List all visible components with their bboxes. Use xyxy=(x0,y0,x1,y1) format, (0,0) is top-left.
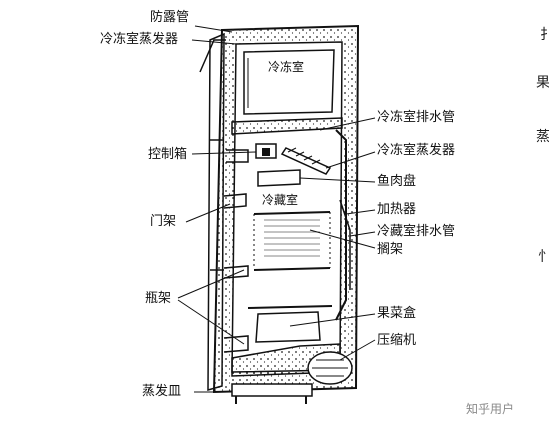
label-heater: 加热器 xyxy=(377,202,417,217)
fridge-drain xyxy=(339,199,351,290)
label-door-rack: 门架 xyxy=(150,214,177,229)
door-panel xyxy=(207,32,225,391)
label-bottle-rack: 瓶架 xyxy=(145,291,172,306)
label-shelf: 搁架 xyxy=(377,242,404,257)
label-compressor: 压缩机 xyxy=(377,333,417,348)
door-hinge-top xyxy=(199,39,226,73)
leader-bottle-rack-a xyxy=(177,269,245,299)
leader-bottle-rack-b xyxy=(177,299,245,345)
evaporator-fins xyxy=(280,147,332,175)
edge-glyph-1: 扌 xyxy=(540,27,549,43)
door-rack-1 xyxy=(223,193,247,209)
label-crisper: 果菜盒 xyxy=(377,306,417,321)
label-freezer-evaporator-top: 冷冻室蒸发器 xyxy=(100,32,179,47)
watermark: 知乎用户 xyxy=(466,402,515,416)
crisper-shape xyxy=(255,311,321,343)
label-freezer-drain-pipe: 冷冻室排水管 xyxy=(377,110,456,125)
leader-crisper xyxy=(289,313,376,327)
leader-door-rack xyxy=(185,203,231,223)
freezer-compartment xyxy=(243,49,335,115)
shelf-1 xyxy=(253,211,331,215)
evap-tray-shape xyxy=(231,383,313,397)
shelf-3 xyxy=(247,305,333,309)
leader-fridge-drain xyxy=(349,231,376,237)
leader-freezer-drain xyxy=(319,117,376,131)
label-control-box: 控制箱 xyxy=(148,147,188,162)
label-freezer-evaporator-mid: 冷冻室蒸发器 xyxy=(377,143,456,158)
edge-glyph-2: 果 xyxy=(536,75,549,91)
bottle-rack-2 xyxy=(223,335,249,353)
leader-shelf xyxy=(309,229,376,249)
bottle-rack-1 xyxy=(223,265,249,279)
label-freezer: 冷冻室 xyxy=(268,60,305,74)
leader-control-box xyxy=(191,151,257,155)
label-anti-dew-pipe: 防露管 xyxy=(150,10,190,25)
edge-glyph-4: 忄 xyxy=(538,249,549,265)
leader-anti-dew xyxy=(194,25,233,33)
leader-meat-tray xyxy=(299,177,376,183)
label-fridge-drain-pipe: 冷藏室排水管 xyxy=(377,224,456,239)
label-meat-tray: 鱼肉盘 xyxy=(377,174,417,189)
leader-freezer-evap-top xyxy=(191,39,237,45)
label-refrigerator: 冷藏室 xyxy=(262,193,299,207)
edge-glyph-3: 蒸 xyxy=(536,129,549,145)
leader-compressor xyxy=(339,339,376,361)
leader-freezer-evap-mid xyxy=(325,151,376,169)
shelf-2 xyxy=(253,267,331,271)
meat-tray-shape xyxy=(257,169,301,187)
label-evaporation-tray: 蒸发皿 xyxy=(142,384,182,399)
partition xyxy=(231,117,343,135)
leader-heater xyxy=(345,209,376,215)
